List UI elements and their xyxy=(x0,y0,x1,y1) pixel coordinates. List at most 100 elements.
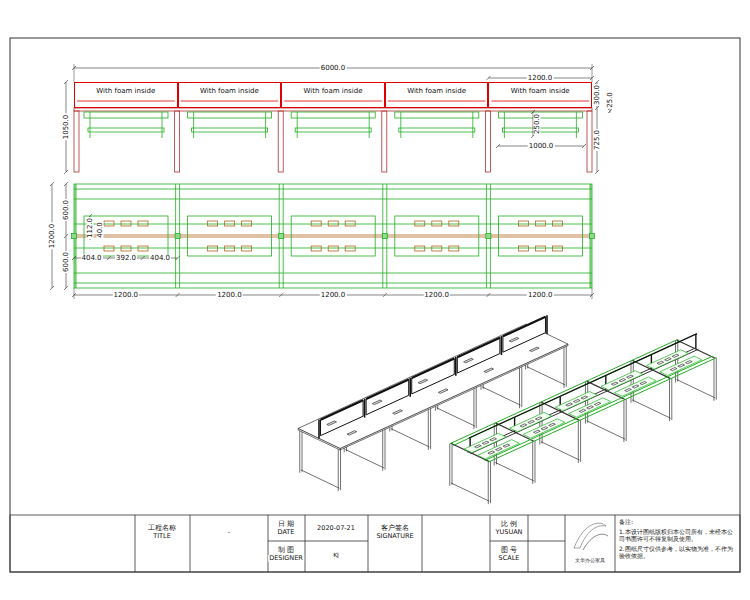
frame-leg xyxy=(669,379,670,421)
foam-panel: With foam inside xyxy=(385,82,489,108)
grommet xyxy=(552,246,562,251)
dimension-tick xyxy=(590,76,594,80)
grommet xyxy=(432,246,442,251)
note-text: 1.本设计图纸版权归本公司所有，未经本公司书面许可不得复制及使用。 xyxy=(618,528,738,543)
power-socket xyxy=(566,403,573,406)
cable-tray xyxy=(601,371,643,390)
tray-hanger xyxy=(472,112,473,138)
power-socket xyxy=(686,361,693,364)
elevation-view xyxy=(74,101,592,172)
frame-leg xyxy=(626,399,627,441)
dimension-tick xyxy=(72,66,76,70)
leg-foot xyxy=(345,450,384,468)
power-socket xyxy=(625,388,632,391)
dimension-value: 600.0 xyxy=(63,199,70,221)
leg-foot xyxy=(632,400,671,418)
dimension-value: 1050.0 xyxy=(63,114,70,141)
cable-tray xyxy=(614,377,656,396)
screen-zone xyxy=(291,216,375,256)
screen-zone xyxy=(188,216,272,256)
power-socket xyxy=(611,382,618,385)
cable-tray xyxy=(291,112,375,118)
panel-note: With foam inside xyxy=(303,88,364,95)
desk-leg xyxy=(384,428,385,470)
cable-tray xyxy=(84,112,168,118)
tray-hanger xyxy=(90,112,91,138)
title-block-divider xyxy=(368,515,369,572)
grommet xyxy=(138,246,148,251)
desk-leg xyxy=(476,386,477,428)
screen-top xyxy=(503,317,546,336)
title-block-divider xyxy=(305,515,306,572)
grommet xyxy=(418,379,428,383)
leg-foot xyxy=(437,408,476,426)
dimension-value: 1200.0 xyxy=(527,75,554,82)
grommet xyxy=(393,410,403,414)
power-socket xyxy=(594,402,601,405)
center-beam xyxy=(74,235,592,236)
dimension-tick xyxy=(486,76,490,80)
screen-panel xyxy=(503,317,546,352)
desk-leg xyxy=(563,346,564,388)
dimension-tick xyxy=(141,256,145,260)
dimension-tick xyxy=(72,256,76,260)
screen-post xyxy=(409,378,411,397)
frame-leg xyxy=(532,442,533,484)
grommet xyxy=(535,246,545,251)
desk-outline xyxy=(74,184,592,288)
grommet xyxy=(121,246,131,251)
note-text: 2.图纸尺寸仅供参考，以实物为准，不作为验收依据。 xyxy=(618,545,738,560)
frame-leg xyxy=(452,443,453,485)
cable-tray xyxy=(395,112,479,118)
screen-top xyxy=(321,400,364,419)
cable-tray xyxy=(523,419,565,438)
title-block-text: 2020-07-21 xyxy=(316,525,356,532)
panel-frame-line xyxy=(284,101,382,102)
frame-rail xyxy=(74,189,592,190)
dimension-tick xyxy=(279,293,283,297)
cable-tray xyxy=(510,412,552,431)
dimension-value: 25.0 xyxy=(607,91,614,109)
extension-line xyxy=(74,64,75,82)
logo-mark xyxy=(574,523,606,548)
dimension-value: 300.0 xyxy=(594,84,601,106)
grommet xyxy=(347,431,357,435)
note-text: 备注: xyxy=(618,518,738,526)
title-block-text: DESIGNER xyxy=(268,555,304,562)
leg-foot xyxy=(482,387,521,405)
title-block-text: 制 图 xyxy=(277,547,295,554)
power-socket xyxy=(488,451,495,454)
tray-hanger xyxy=(162,112,163,138)
title-block-text: DATE xyxy=(277,529,296,536)
dimension-tick xyxy=(64,286,68,290)
cable-tray xyxy=(647,350,689,369)
beam-connector xyxy=(590,234,595,239)
dimension-tick xyxy=(383,293,387,297)
grommet xyxy=(104,221,114,226)
title-block-divider xyxy=(490,515,491,572)
frame-leg xyxy=(716,358,717,400)
frame-rail xyxy=(74,283,592,284)
cable-tray xyxy=(660,356,702,375)
dimension-tick xyxy=(50,286,54,290)
power-socket xyxy=(640,381,647,384)
title-block-divider xyxy=(268,541,368,542)
title-block-text: 日 期 xyxy=(277,521,295,528)
power-socket xyxy=(665,358,672,361)
power-socket xyxy=(672,354,679,357)
desktop-surface xyxy=(298,324,568,448)
grommet xyxy=(415,246,425,251)
power-socket xyxy=(535,417,542,420)
grommet xyxy=(311,221,321,226)
dimension-value: 1200.0 xyxy=(49,223,56,250)
leg-foot xyxy=(451,483,490,501)
desk-leg xyxy=(299,431,300,473)
extension-line xyxy=(592,288,593,299)
desk-leg xyxy=(278,111,283,172)
grommet xyxy=(104,246,114,251)
screen-post xyxy=(501,336,503,355)
frame-rail xyxy=(74,248,592,249)
screen-bracket xyxy=(695,334,696,349)
power-socket xyxy=(670,368,677,371)
